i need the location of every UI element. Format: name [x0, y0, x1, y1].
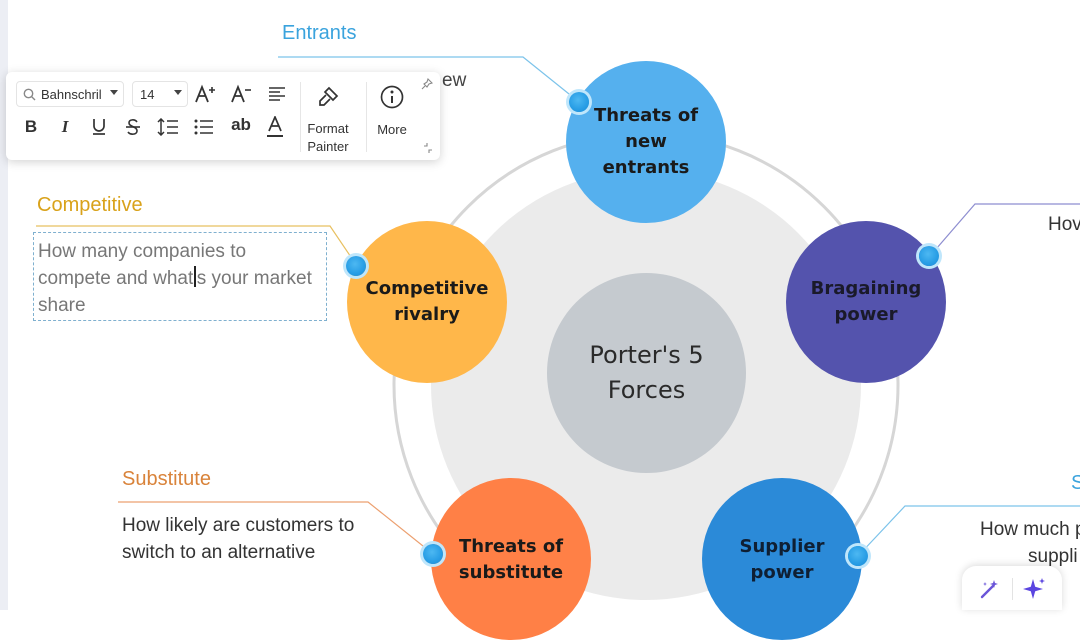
node-threats-substitute[interactable]: Threats of substitute: [431, 478, 591, 640]
competitive-text-editor[interactable]: [33, 232, 327, 321]
desc-line: share: [38, 295, 86, 316]
bargaining-desc-peek[interactable]: Hov: [1048, 214, 1080, 235]
desc-line: s your market: [196, 268, 312, 289]
node-label: entrants: [602, 157, 690, 179]
bold-icon[interactable]: B: [24, 117, 38, 136]
chevron-down-icon: [110, 90, 118, 95]
more-button[interactable]: More: [377, 122, 407, 137]
increase-font-icon[interactable]: [192, 81, 218, 107]
node-label: power: [750, 562, 814, 584]
more-info-icon[interactable]: [379, 84, 405, 110]
node-label: Threats of new: [593, 104, 699, 152]
node-threats-new-entrants[interactable]: Threats of new entrants: [566, 61, 726, 223]
desc-line: compete and what: [38, 268, 194, 289]
substitute-connector: [118, 501, 434, 555]
connector-dot[interactable]: [569, 92, 589, 112]
ai-sparkle-icon[interactable]: [1022, 576, 1048, 602]
node-label: substitute: [458, 562, 564, 584]
magic-wand-icon[interactable]: [976, 576, 1002, 602]
text-case-button[interactable]: ab: [231, 115, 251, 134]
supplier-desc-peek[interactable]: How much p suppli: [980, 516, 1080, 570]
supplier-connector: [857, 505, 1080, 557]
format-painter-button[interactable]: Format Painter: [304, 120, 352, 156]
node-competitive-rivalry[interactable]: Competitive rivalry: [347, 221, 507, 383]
entrants-connector: [278, 56, 580, 103]
node-label: Threats of: [458, 536, 564, 557]
node-bargaining-power[interactable]: Bragaining power: [786, 221, 946, 383]
bullet-list-icon[interactable]: [190, 114, 218, 140]
node-label: Bragaining: [810, 277, 922, 299]
ai-tools-panel: [962, 566, 1062, 610]
font-family-value: Bahnschril: [41, 86, 102, 102]
center-line1: Porter's 5: [589, 341, 704, 370]
underline-icon[interactable]: [86, 114, 112, 140]
chevron-down-icon: [174, 90, 182, 95]
font-size-value: 14: [140, 86, 155, 102]
decrease-font-icon[interactable]: [228, 81, 254, 107]
left-panel-edge: [0, 0, 8, 610]
toolbar-divider: [300, 82, 301, 152]
bargaining-connector: [929, 203, 1080, 257]
center-line2: Forces: [607, 376, 686, 404]
text-cursor: [194, 266, 196, 287]
supplier-title-peek[interactable]: S: [1071, 472, 1080, 494]
italic-icon[interactable]: I: [61, 117, 69, 136]
connector-dot[interactable]: [423, 544, 443, 564]
substitute-title[interactable]: Substitute: [122, 468, 211, 490]
format-painter-icon[interactable]: [315, 84, 341, 110]
collapse-icon[interactable]: [420, 140, 436, 156]
entrants-desc-peek[interactable]: ew: [442, 70, 467, 91]
desc-line: How much p: [980, 519, 1080, 540]
competitive-connector: [36, 225, 358, 267]
toolbar-divider: [366, 82, 367, 152]
align-left-icon[interactable]: [264, 81, 290, 107]
text-format-toolbar: Bahnschril 14 B I ab Format Painter: [6, 72, 440, 160]
pin-icon[interactable]: [418, 75, 436, 93]
font-size-select[interactable]: 14: [132, 81, 188, 107]
line-spacing-icon[interactable]: [154, 114, 182, 140]
desc-line: suppli: [1028, 546, 1078, 567]
entrants-title[interactable]: Entrants: [282, 22, 357, 44]
desc-line: How likely are customers to: [122, 515, 355, 536]
float-divider: [1012, 578, 1013, 600]
substitute-desc[interactable]: How likely are customers to switch to an…: [122, 512, 354, 566]
font-family-select[interactable]: Bahnschril: [16, 81, 124, 107]
node-label: rivalry: [394, 304, 460, 325]
center-node[interactable]: Porter's 5 Forces: [547, 273, 746, 473]
competitive-title[interactable]: Competitive: [37, 194, 143, 216]
node-supplier-power[interactable]: Supplier power: [702, 478, 862, 640]
connector-dot[interactable]: [346, 256, 366, 276]
format-painter-label: Painter: [307, 139, 349, 154]
desc-line: How many companies to: [38, 241, 247, 262]
connector-dot[interactable]: [848, 546, 868, 566]
search-icon: [23, 88, 36, 101]
connector-dot[interactable]: [919, 246, 939, 266]
node-label: Competitive: [365, 277, 489, 299]
node-label: power: [834, 304, 898, 325]
node-label: Supplier: [739, 536, 825, 557]
desc-line: switch to an alternative: [122, 542, 316, 563]
format-painter-label: Format: [307, 121, 349, 136]
font-color-icon[interactable]: [262, 114, 288, 140]
strikethrough-icon[interactable]: [120, 114, 146, 140]
